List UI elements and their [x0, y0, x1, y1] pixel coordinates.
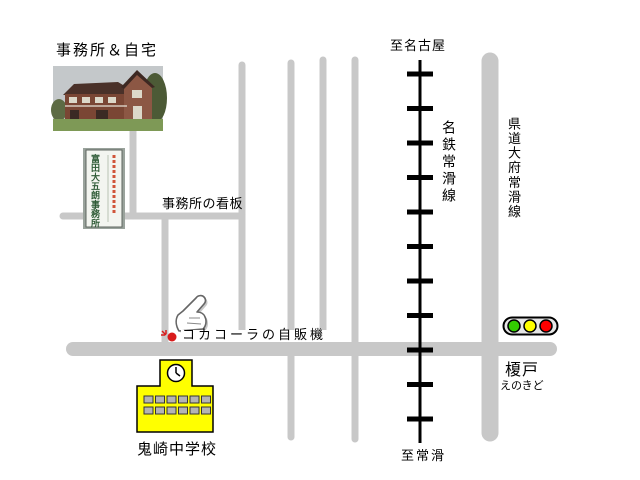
intersection-label: 榎戸 [505, 360, 540, 379]
school-windows [143, 395, 211, 415]
railway-tie [407, 209, 433, 215]
office-home-photo [51, 66, 167, 131]
railway-tie [407, 416, 433, 422]
railway-tie [407, 71, 433, 77]
railway-tie [407, 382, 433, 387]
railway-tie [407, 347, 433, 353]
school-building-icon [136, 359, 214, 433]
signal-green [507, 319, 521, 333]
office-sign-label: 事務所の看板 [162, 197, 244, 212]
signal-yellow [523, 319, 537, 333]
railway-tie [407, 140, 433, 146]
to-tokoname-label: 至常滑 [401, 449, 447, 464]
hand-pointer-icon [175, 294, 209, 333]
railway-tie [407, 175, 433, 180]
railway-tie [407, 244, 433, 249]
railway-tie [407, 278, 433, 284]
vending-machine-icon [161, 330, 177, 342]
railway-tie [407, 106, 433, 111]
school-label: 鬼崎中学校 [137, 440, 218, 458]
office-sign-photo [83, 148, 125, 229]
railway-tie [407, 313, 433, 318]
to-nagoya-label: 至名古屋 [390, 39, 447, 54]
railway-line-label: 名鉄常滑線 [440, 120, 456, 205]
signal-red [539, 319, 553, 333]
clock-icon [166, 363, 186, 383]
vending-machine-label: コカコーラの自販機 [181, 328, 328, 343]
prefectural-road-label: 県道大府常滑線 [505, 117, 520, 220]
roads [59, 52, 557, 443]
signboard-text: 富田大五朗事務所 [89, 154, 99, 228]
railway [407, 60, 433, 443]
office-home-label: 事務所＆自宅 [56, 41, 159, 59]
intersection-reading-label: えのきど [500, 379, 544, 392]
traffic-light-icon [502, 316, 559, 336]
